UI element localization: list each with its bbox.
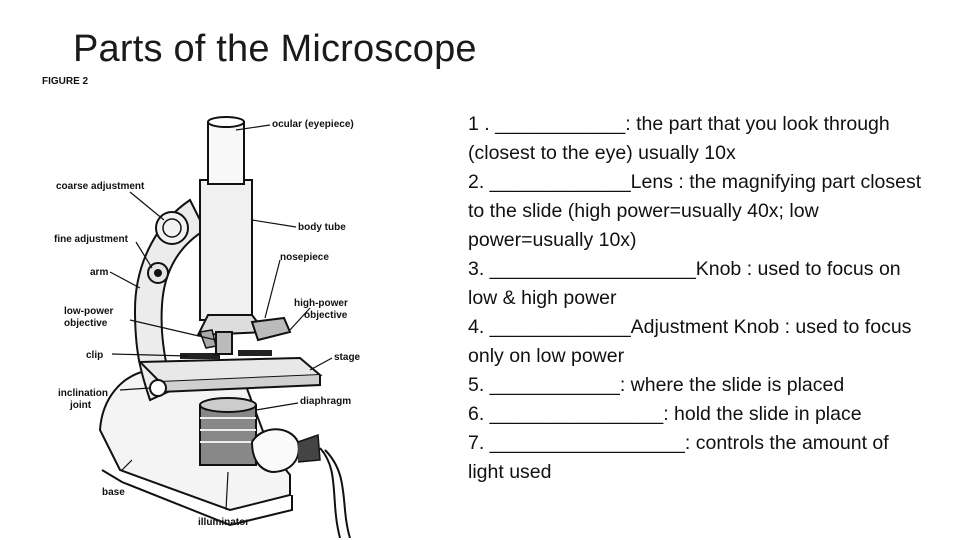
base-edge: [101, 469, 293, 527]
question-item-6: 6. ________________: hold the slide in p…: [468, 403, 862, 425]
label-diaphragm: diaphragm: [300, 396, 351, 407]
lamp-socket: [297, 433, 321, 463]
question-item-7: 7. __________________: controls the amou…: [468, 432, 889, 483]
body-tube: [199, 179, 253, 321]
question-item-3: 3. ___________________Knob : used to foc…: [468, 258, 901, 309]
diaphragm-top: [199, 397, 257, 413]
label-inclination-2: joint: [69, 400, 92, 411]
high-power-objective: [250, 316, 292, 342]
ocular-lens: [207, 116, 245, 128]
label-coarse-adjustment: coarse adjustment: [56, 181, 145, 192]
label-ocular: ocular (eyepiece): [272, 119, 354, 130]
label-fine-adjustment: fine adjustment: [54, 234, 129, 245]
clip-left: [180, 353, 220, 359]
label-stage: stage: [334, 352, 361, 363]
label-base: base: [102, 487, 125, 498]
figure-caption: FIGURE 2: [42, 76, 89, 87]
question-list: 1 . ____________: the part that you look…: [468, 110, 928, 487]
illuminator-lamp: [250, 428, 300, 474]
label-body-tube: body tube: [298, 222, 346, 233]
question-item-1: 1 . ____________: the part that you look…: [468, 113, 890, 164]
power-cord: [319, 447, 341, 538]
diaphragm-housing: [199, 404, 257, 466]
microscope-figure: FIGURE 2: [40, 70, 370, 538]
question-item-4: 4. _____________Adjustment Knob : used t…: [468, 316, 912, 367]
inclination-joint: [149, 379, 167, 397]
microscope-diagram: FIGURE 2: [42, 76, 361, 538]
label-nosepiece: nosepiece: [280, 252, 329, 263]
label-inclination-1: inclination: [58, 388, 108, 399]
question-item-2: 2. _____________Lens : the magnifying pa…: [468, 171, 922, 251]
clip-right: [238, 350, 272, 356]
low-power-objective: [215, 331, 233, 355]
label-arm: arm: [90, 267, 108, 278]
label-high-power-2: objective: [304, 310, 348, 321]
label-illuminator: illuminator: [198, 517, 249, 528]
label-low-power-2: objective: [64, 318, 108, 329]
power-cord-2: [324, 449, 351, 538]
slide-title: Parts of the Microscope: [73, 28, 477, 70]
label-low-power-1: low-power: [64, 306, 114, 317]
coarse-knob-inner: [162, 218, 182, 238]
ocular: [207, 121, 245, 185]
leader-lines: [109, 124, 333, 511]
label-clip: clip: [86, 350, 103, 361]
fine-knob-center: [154, 269, 162, 277]
third-objective: [198, 329, 217, 349]
question-item-5: 5. ____________: where the slide is plac…: [468, 374, 845, 396]
label-high-power-1: high-power: [294, 298, 348, 309]
